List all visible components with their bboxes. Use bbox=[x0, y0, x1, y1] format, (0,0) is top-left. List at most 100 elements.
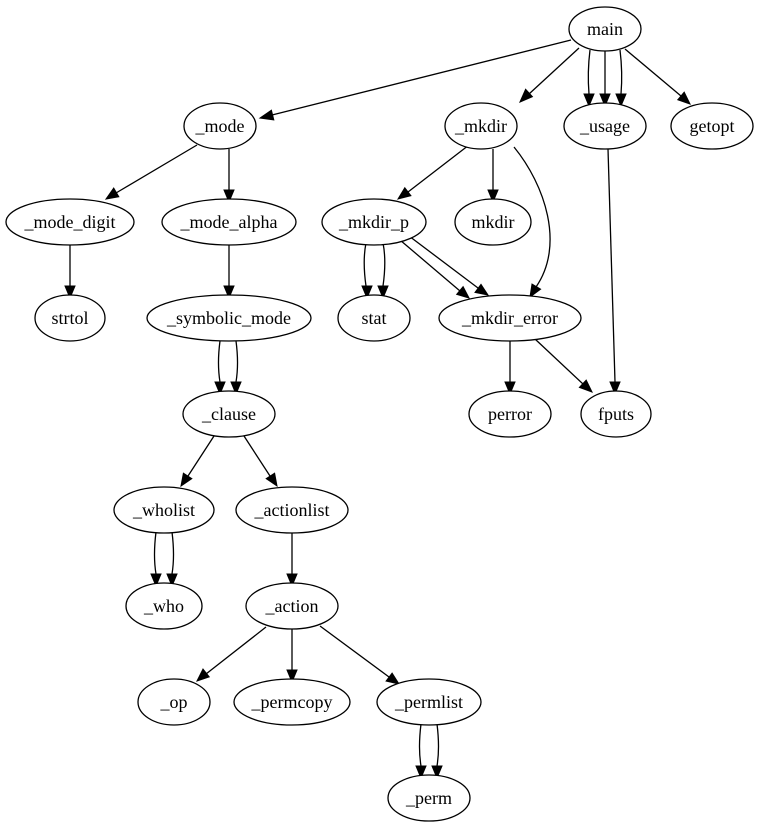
node-action: _action bbox=[245, 582, 339, 630]
node-getopt: getopt bbox=[670, 102, 754, 150]
edge-head bbox=[609, 381, 621, 396]
edge-clause-to-actionlist bbox=[243, 435, 271, 477]
node-mkdir-fn: _mkdir bbox=[444, 102, 518, 150]
edge-head bbox=[599, 93, 611, 108]
node-label: _clause bbox=[201, 404, 256, 424]
node-mkdir-p: _mkdir_p bbox=[321, 198, 427, 246]
node-label: _usage bbox=[579, 116, 630, 136]
edge-mkdir-p-to-stat-1 bbox=[363, 242, 367, 287]
edge-head bbox=[487, 189, 499, 204]
node-mode: _mode bbox=[183, 102, 257, 150]
node-mode-alpha: _mode_alpha bbox=[161, 198, 297, 246]
node-label: _permcopy bbox=[251, 692, 333, 712]
edge-symbolic-mode-to-clause-2 bbox=[235, 340, 239, 383]
node-label: _permlist bbox=[394, 692, 463, 712]
edge-head bbox=[230, 381, 242, 396]
edge-permlist-to-perm-2 bbox=[436, 723, 440, 767]
edge-main-to-mode bbox=[271, 39, 572, 116]
edge-head bbox=[474, 283, 490, 296]
node-label: _wholist bbox=[132, 500, 195, 520]
edge-head bbox=[223, 189, 235, 204]
node-who: _who bbox=[125, 582, 203, 630]
edge-head bbox=[286, 669, 298, 684]
edge-symbolic-mode-to-clause-1 bbox=[217, 340, 221, 383]
node-clause: _clause bbox=[182, 390, 276, 438]
node-mkdir: mkdir bbox=[454, 198, 532, 246]
node-actionlist: _actionlist bbox=[235, 486, 349, 534]
edge-mkdir-fn-to-mkdir-p bbox=[407, 144, 470, 193]
node-label: _action bbox=[265, 596, 319, 616]
edge-head bbox=[529, 283, 542, 299]
node-label: _mode_digit bbox=[24, 212, 116, 232]
edge-mode-to-mode-digit bbox=[115, 144, 198, 194]
edge-main-to-mkdir bbox=[528, 47, 580, 95]
edge-head bbox=[214, 381, 226, 396]
edge-head bbox=[504, 381, 516, 396]
node-perm: _perm bbox=[387, 774, 471, 822]
node-label: _mode bbox=[195, 116, 245, 136]
nodes: main _mode _mkdir _usage getopt _mode_di… bbox=[5, 6, 754, 822]
node-strtol: strtol bbox=[34, 294, 106, 342]
node-perror: perror bbox=[468, 390, 552, 438]
edge-head bbox=[196, 668, 211, 682]
edge-head bbox=[150, 573, 162, 588]
edge-permlist-to-perm-1 bbox=[418, 723, 422, 767]
edge-usage-to-fputs bbox=[607, 148, 616, 383]
edge-head bbox=[286, 573, 298, 588]
node-wholist: _wholist bbox=[113, 486, 215, 534]
edge-main-to-usage-1 bbox=[587, 49, 591, 95]
edge-head bbox=[431, 765, 443, 780]
node-label: _op bbox=[160, 692, 188, 712]
node-mode-digit: _mode_digit bbox=[5, 198, 135, 246]
edge-mkdir-error-to-fputs bbox=[534, 338, 584, 385]
node-label: _perm bbox=[405, 788, 452, 808]
node-usage: _usage bbox=[563, 102, 647, 150]
node-mkdir-error: _mkdir_error bbox=[438, 294, 582, 342]
node-permlist: _permlist bbox=[376, 678, 482, 726]
edge-head bbox=[361, 285, 373, 300]
edge-wholist-to-who-1 bbox=[153, 531, 157, 575]
edge-mkdir-p-to-mkdir-error-1 bbox=[399, 239, 461, 292]
edge-head bbox=[166, 573, 178, 588]
edge-head bbox=[455, 285, 470, 299]
edge-head bbox=[104, 187, 120, 200]
edge-head bbox=[415, 765, 427, 780]
node-op: _op bbox=[137, 678, 211, 726]
node-label: strtol bbox=[51, 308, 88, 328]
node-main: main bbox=[568, 6, 642, 52]
edge-head bbox=[180, 472, 193, 488]
edge-head bbox=[615, 93, 627, 108]
edge-head bbox=[519, 88, 534, 103]
edge-head bbox=[385, 672, 401, 685]
node-label: mkdir bbox=[472, 212, 515, 232]
node-label: getopt bbox=[690, 116, 735, 136]
node-label: _mkdir_p bbox=[338, 212, 409, 232]
node-label: _mode_alpha bbox=[180, 212, 278, 232]
edge-head bbox=[396, 186, 412, 200]
edge-head bbox=[64, 285, 76, 300]
edge-mkdir-p-to-stat-2 bbox=[382, 242, 386, 287]
node-label: _mkdir bbox=[454, 116, 507, 136]
node-label: perror bbox=[488, 404, 532, 424]
node-symbolic-mode: _symbolic_mode bbox=[146, 294, 312, 342]
edge-head bbox=[583, 93, 595, 108]
edge-main-to-usage-3 bbox=[619, 49, 623, 95]
edge-head bbox=[578, 379, 593, 393]
edge-head bbox=[676, 91, 691, 105]
node-label: _actionlist bbox=[254, 500, 330, 520]
node-label: fputs bbox=[598, 404, 634, 424]
edge-action-to-op bbox=[205, 626, 267, 675]
node-permcopy: _permcopy bbox=[233, 678, 351, 726]
edge-action-to-permlist bbox=[319, 625, 390, 678]
edge-head bbox=[223, 285, 235, 300]
edge-clause-to-wholist bbox=[187, 435, 215, 477]
edge-head bbox=[377, 285, 389, 300]
node-label: stat bbox=[362, 308, 387, 328]
edge-head bbox=[258, 109, 275, 121]
node-label: _symbolic_mode bbox=[166, 308, 291, 328]
edge-mkdir-p-to-mkdir-error-2 bbox=[408, 235, 479, 289]
node-stat: stat bbox=[337, 294, 411, 342]
edge-main-to-getopt bbox=[624, 48, 682, 97]
edges bbox=[64, 39, 691, 780]
